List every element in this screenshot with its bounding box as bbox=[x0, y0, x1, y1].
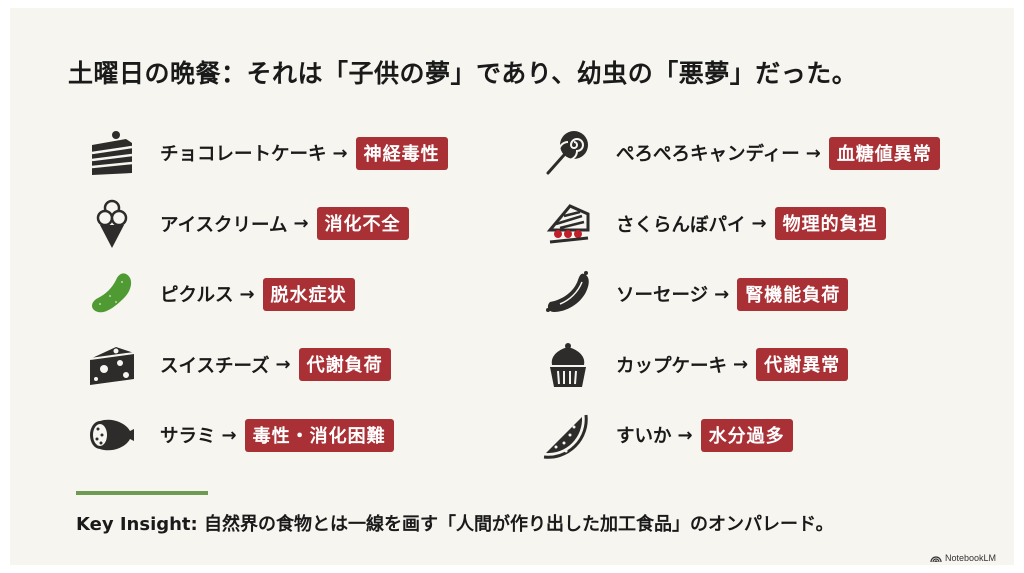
food-row: カップケーキ → 代謝異常 bbox=[540, 330, 940, 401]
effect-badge: 代謝異常 bbox=[756, 348, 849, 382]
notebooklm-logo-icon bbox=[930, 555, 942, 562]
food-row: サラミ → 毒性・消化困難 bbox=[84, 400, 448, 471]
food-row: アイスクリーム → 消化不全 bbox=[84, 189, 448, 260]
food-name: ソーセージ bbox=[616, 285, 709, 307]
food-name: カップケーキ bbox=[616, 355, 728, 377]
arrow: → bbox=[239, 283, 255, 305]
effect-badge: 毒性・消化困難 bbox=[244, 418, 394, 452]
food-row: スイスチーズ → 代謝負荷 bbox=[84, 330, 448, 401]
notebooklm-brand: NotebookLM bbox=[930, 553, 996, 563]
accent-divider bbox=[76, 491, 208, 495]
arrow: → bbox=[677, 424, 693, 446]
food-name: すいか bbox=[616, 426, 672, 448]
right-food-column: ぺろぺろキャンディー → 血糖値異常 さくらんぼパイ → 物理的負担 bbox=[540, 118, 940, 471]
slide-title: 土曜日の晩餐：それは「子供の夢」であり、幼虫の「悪夢」だった。 bbox=[68, 59, 858, 88]
cupcake-icon bbox=[540, 337, 596, 393]
arrow: → bbox=[714, 283, 730, 305]
effect-badge: 血糖値異常 bbox=[828, 136, 940, 170]
swiss-cheese-icon bbox=[84, 337, 140, 393]
effect-badge: 脱水症状 bbox=[262, 277, 355, 311]
effect-badge: 代謝負荷 bbox=[298, 348, 391, 382]
left-food-column: チョコレートケーキ → 神経毒性 アイスクリーム → 消化不全 ピクル bbox=[84, 118, 448, 471]
arrow: → bbox=[275, 354, 291, 376]
cake-slice-icon bbox=[84, 125, 140, 181]
arrow: → bbox=[751, 213, 767, 235]
food-name: さくらんぼパイ bbox=[616, 214, 746, 236]
effect-badge: 水分過多 bbox=[700, 418, 793, 452]
food-name: ピクルス bbox=[160, 285, 234, 307]
food-name: アイスクリーム bbox=[160, 214, 288, 236]
effect-badge: 消化不全 bbox=[316, 207, 409, 241]
brand-label: NotebookLM bbox=[944, 553, 996, 563]
food-row: ピクルス → 脱水症状 bbox=[84, 259, 448, 330]
arrow: → bbox=[293, 213, 309, 235]
food-row: ぺろぺろキャンディー → 血糖値異常 bbox=[540, 118, 940, 189]
effect-badge: 物理的負担 bbox=[774, 207, 886, 241]
food-row: すいか → 水分過多 bbox=[540, 400, 940, 471]
salami-icon bbox=[84, 407, 140, 463]
key-insight: Key Insight: 自然界の食物とは一線を画す「人間が作り出した加工食品」… bbox=[76, 514, 834, 535]
arrow: → bbox=[805, 142, 821, 164]
food-name: ぺろぺろキャンディー bbox=[616, 144, 800, 166]
effect-badge: 神経毒性 bbox=[355, 136, 448, 170]
arrow: → bbox=[733, 354, 749, 376]
effect-badge: 腎機能負荷 bbox=[737, 277, 849, 311]
lollipop-icon bbox=[540, 125, 596, 181]
food-name: スイスチーズ bbox=[160, 355, 270, 377]
cherry-pie-icon bbox=[540, 196, 596, 252]
food-name: チョコレートケーキ bbox=[160, 144, 327, 166]
food-name: サラミ bbox=[160, 426, 216, 448]
food-row: チョコレートケーキ → 神経毒性 bbox=[84, 118, 448, 189]
food-row: さくらんぼパイ → 物理的負担 bbox=[540, 189, 940, 260]
ice-cream-cone-icon bbox=[84, 196, 140, 252]
arrow: → bbox=[332, 142, 348, 164]
arrow: → bbox=[221, 424, 237, 446]
pickle-icon bbox=[84, 266, 140, 322]
sausage-icon bbox=[540, 266, 596, 322]
watermelon-icon bbox=[540, 407, 596, 463]
food-row: ソーセージ → 腎機能負荷 bbox=[540, 259, 940, 330]
